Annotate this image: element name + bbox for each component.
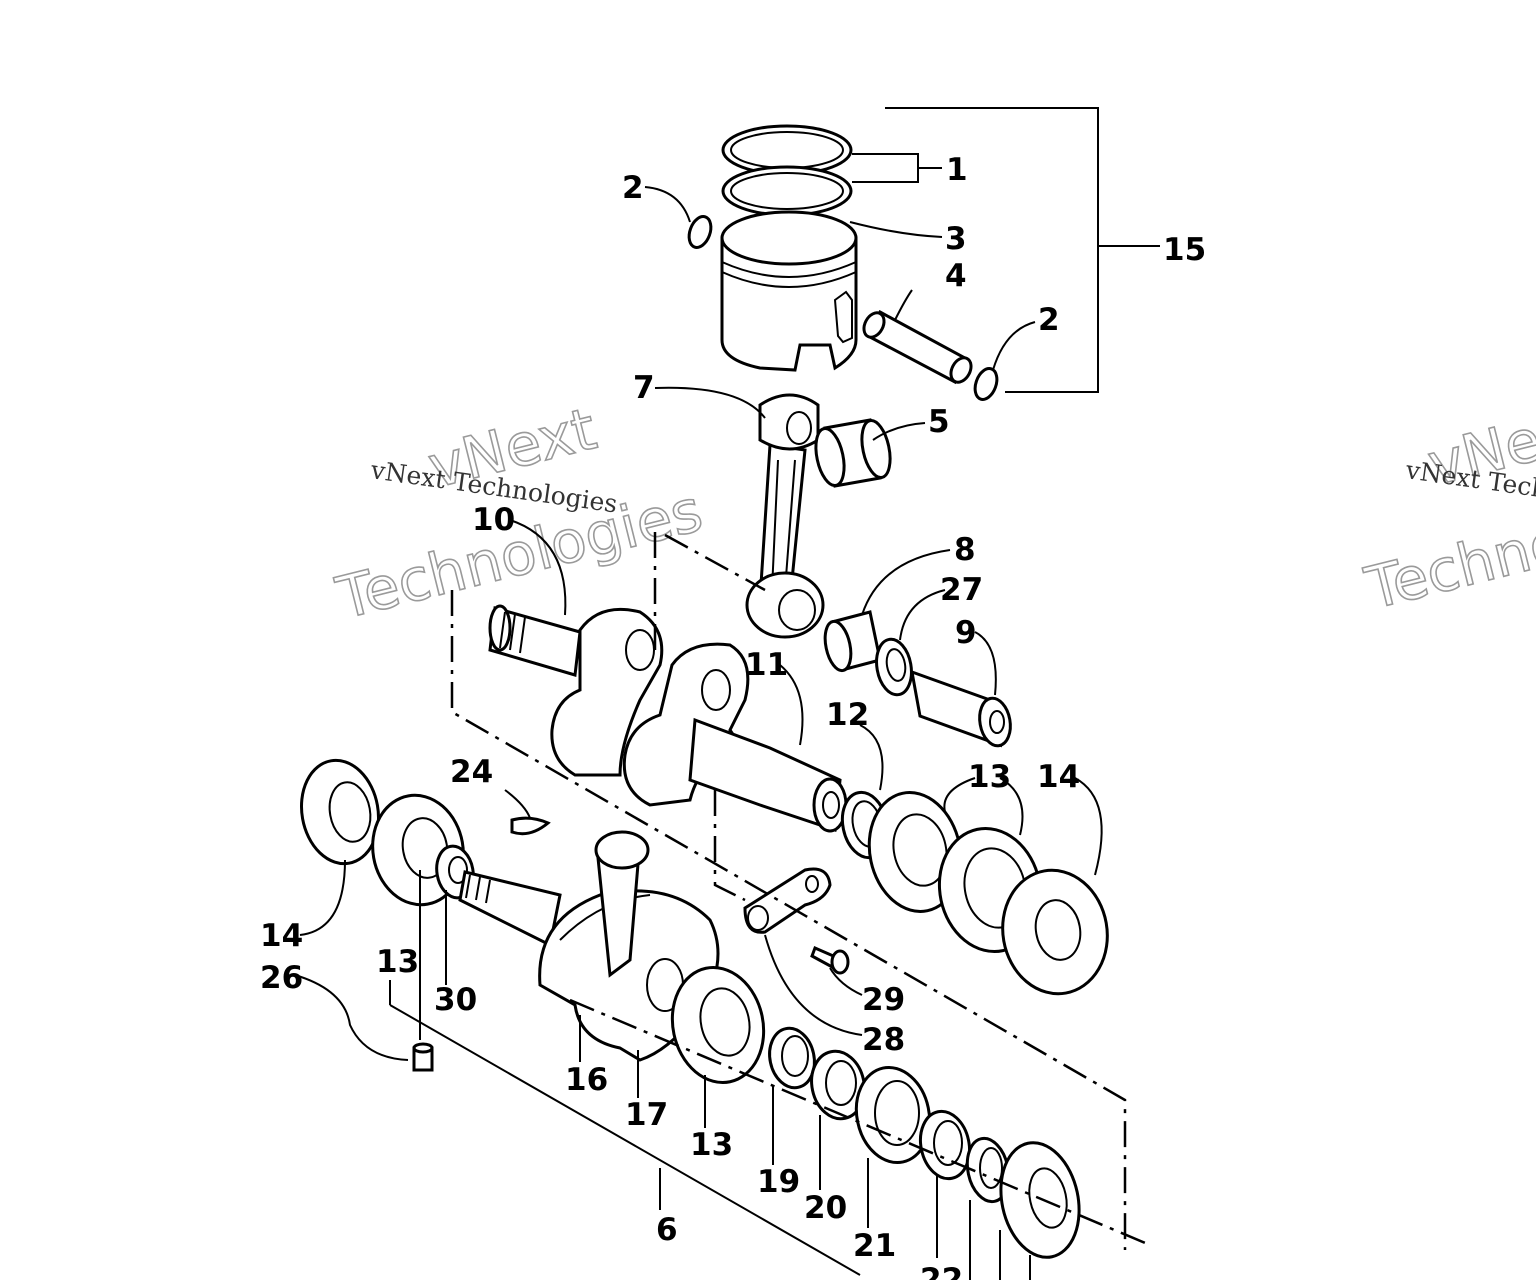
callout-2-right: 2 bbox=[1038, 302, 1060, 338]
piston-pin bbox=[862, 309, 973, 385]
callout-2-left: 2 bbox=[622, 170, 644, 206]
centerline-rod bbox=[653, 532, 766, 650]
dowel-26 bbox=[412, 1042, 434, 1072]
connecting-rod bbox=[745, 393, 825, 639]
callout-5: 5 bbox=[928, 404, 950, 440]
crankshaft-left-half bbox=[488, 604, 664, 777]
callout-4: 4 bbox=[945, 258, 967, 294]
bracket-1 bbox=[852, 153, 942, 183]
piston bbox=[720, 210, 858, 372]
callout-26: 26 bbox=[260, 960, 303, 996]
callout-8: 8 bbox=[954, 532, 976, 568]
small-end-bearing bbox=[814, 418, 892, 488]
bracket-plate bbox=[743, 867, 832, 934]
centerline-plate bbox=[713, 790, 746, 902]
callout-1: 1 bbox=[946, 152, 968, 188]
bearing-housing-14-left bbox=[300, 758, 380, 866]
ring-20 bbox=[810, 1049, 866, 1121]
crankshaft-right-half bbox=[622, 642, 848, 833]
woodruff-key bbox=[510, 816, 551, 836]
callout-11: 11 bbox=[745, 647, 788, 683]
piston-rings bbox=[721, 124, 853, 217]
ring-19 bbox=[768, 1026, 816, 1090]
callout-17: 17 bbox=[625, 1097, 668, 1133]
callout-14-lower: 14 bbox=[260, 918, 303, 954]
callout-15: 15 bbox=[1163, 232, 1206, 268]
callout-20: 20 bbox=[804, 1190, 847, 1226]
callout-9: 9 bbox=[955, 615, 977, 651]
main-bearing-right-lower bbox=[999, 1141, 1081, 1259]
callout-6: 6 bbox=[656, 1212, 678, 1248]
callout-29: 29 bbox=[862, 982, 905, 1018]
callout-14-upper: 14 bbox=[1037, 759, 1080, 795]
leader-lines bbox=[294, 186, 1103, 1280]
crankshaft-assembled bbox=[458, 830, 720, 1062]
callout-7: 7 bbox=[633, 370, 655, 406]
callout-13-lower: 13 bbox=[690, 1127, 733, 1163]
callout-13-left: 13 bbox=[376, 944, 419, 980]
callout-13-upper: 13 bbox=[968, 759, 1011, 795]
circlip-right bbox=[973, 367, 999, 401]
ring-22 bbox=[918, 1109, 972, 1181]
callout-30: 30 bbox=[434, 982, 477, 1018]
screw-29 bbox=[810, 945, 850, 975]
callout-10: 10 bbox=[472, 502, 515, 538]
centerline-shaft bbox=[569, 998, 1151, 1247]
callout-12: 12 bbox=[826, 697, 869, 733]
ring-23 bbox=[965, 1136, 1011, 1204]
main-bearing-13-lower bbox=[670, 966, 766, 1084]
centerline-crank bbox=[450, 590, 1127, 1250]
callout-22: 22 bbox=[920, 1262, 963, 1280]
callout-labels: 1 2 3 4 2 15 7 5 10 8 27 9 11 12 13 14 2… bbox=[260, 152, 1206, 1280]
circlip-left bbox=[687, 215, 713, 249]
bracket-15 bbox=[885, 107, 1099, 393]
callout-27: 27 bbox=[940, 572, 983, 608]
callout-24: 24 bbox=[450, 754, 493, 790]
crank-pin bbox=[910, 669, 1012, 748]
bearing-housing-14-right bbox=[1001, 868, 1109, 996]
callout-28: 28 bbox=[862, 1022, 905, 1058]
callout-3: 3 bbox=[945, 221, 967, 257]
callout-21: 21 bbox=[853, 1228, 896, 1264]
thrust-washer bbox=[875, 637, 913, 697]
big-end-bearing bbox=[823, 610, 882, 673]
callout-19: 19 bbox=[757, 1164, 800, 1200]
callout-16: 16 bbox=[565, 1062, 608, 1098]
